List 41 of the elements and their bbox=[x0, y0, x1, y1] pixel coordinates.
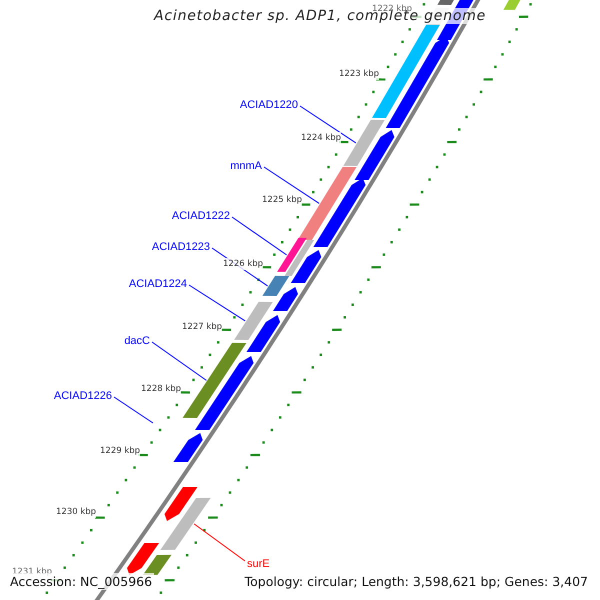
gene-label: ACIAD1224 bbox=[128, 277, 187, 291]
gene-feature-block bbox=[246, 315, 280, 352]
gene-label: ACIAD1226 bbox=[54, 389, 112, 403]
gene-feature-block bbox=[195, 356, 254, 430]
scale-label: 1224 kbp bbox=[301, 132, 342, 144]
gene-feature-block bbox=[173, 433, 203, 462]
gene-label: ACIAD1223 bbox=[152, 240, 210, 254]
leader-line bbox=[264, 166, 320, 204]
leader-line bbox=[188, 284, 246, 322]
leader-line bbox=[152, 342, 207, 381]
gene-feature-bar bbox=[142, 554, 172, 575]
scale-label: 1227 kbp bbox=[182, 321, 222, 333]
leader-line bbox=[232, 216, 288, 256]
gene-label: ACIAD1220 bbox=[240, 98, 298, 112]
gene-feature-bar bbox=[284, 240, 314, 276]
caption-text: Accession: NC_005966 bbox=[8, 573, 154, 590]
gene-feature-bar bbox=[277, 238, 307, 272]
gene-feature-bar bbox=[234, 302, 273, 340]
gene-label: surE bbox=[247, 557, 270, 571]
leader-line bbox=[194, 523, 246, 562]
gene-feature-block bbox=[290, 250, 322, 283]
gene-feature-bar bbox=[160, 498, 211, 550]
gene-feature-bar bbox=[182, 342, 246, 418]
gene-label: mnmA bbox=[230, 159, 262, 173]
leader-line bbox=[300, 106, 356, 144]
gene-label: dacC bbox=[124, 334, 150, 348]
gene-feature-block bbox=[273, 287, 298, 311]
scale-label: 1225 kbp bbox=[262, 194, 302, 206]
scale-label: 1230 kbp bbox=[56, 506, 96, 518]
leader-line bbox=[114, 396, 154, 424]
gene-feature-block bbox=[127, 543, 160, 575]
gene-feature-bar bbox=[262, 276, 290, 296]
gene-feature-bar bbox=[343, 120, 385, 166]
gene-feature-block bbox=[313, 178, 366, 247]
gene-feature-block bbox=[164, 487, 198, 521]
scale-label: 1226 kbp bbox=[223, 258, 264, 270]
gene-feature-block bbox=[354, 130, 394, 180]
scale-label: 1229 kbp bbox=[100, 445, 140, 457]
scale-label: 1223 kbp bbox=[339, 68, 380, 80]
scale-label: 1228 kbp bbox=[141, 383, 182, 395]
gene-label: ACIAD1222 bbox=[172, 209, 230, 223]
